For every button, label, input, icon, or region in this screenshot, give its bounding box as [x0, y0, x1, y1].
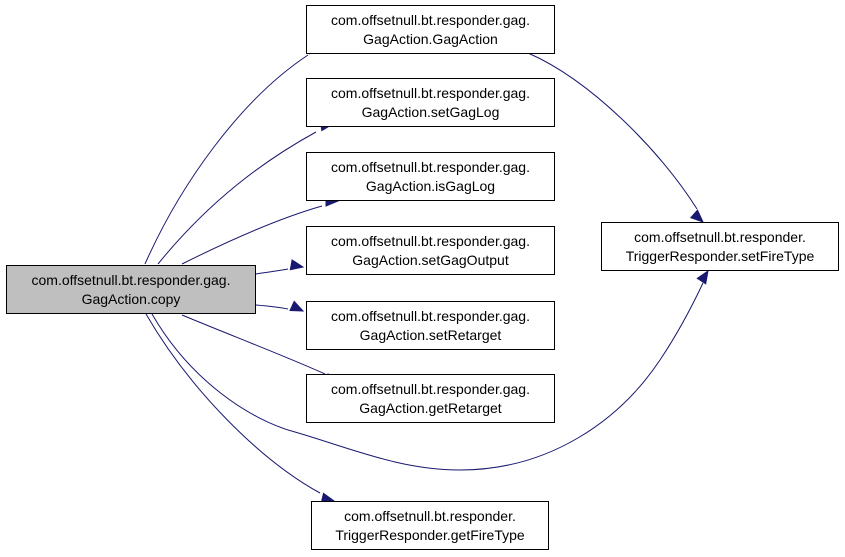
node-copy: com.offsetnull.bt.responder.gag. GagActio…	[6, 265, 256, 314]
node-label-line-2: GagAction.isGagLog	[366, 178, 495, 194]
node-label-line-2: TriggerResponder.setFireType	[626, 248, 815, 264]
edge-copy-to-setfiretype	[151, 269, 709, 471]
node-label-line-2: GagAction.GagAction	[363, 31, 498, 47]
edge-copy-to-gagaction	[144, 43, 322, 265]
node-setretarget[interactable]: com.offsetnull.bt.responder.gag. GagActio…	[306, 301, 555, 350]
edge-copy-to-getfiretype	[145, 313, 336, 504]
edge-line	[255, 268, 289, 275]
edge-line	[144, 54, 309, 265]
node-label-line-2: GagAction.copy	[82, 291, 181, 307]
node-label-line-2: TriggerResponder.getFireType	[335, 527, 525, 543]
node-box	[306, 5, 555, 54]
edge-gagaction-to-setfiretype	[527, 52, 704, 223]
node-getfiretype[interactable]: com.offsetnull.bt.responder. TriggerRespo…	[311, 501, 549, 550]
node-label-line-1: com.offsetnull.bt.responder.gag.	[331, 12, 530, 28]
arrowhead-icon	[289, 259, 305, 271]
arrowhead-icon	[696, 269, 709, 285]
node-label-line-1: com.offsetnull.bt.responder.gag.	[32, 272, 231, 288]
edge-line	[255, 304, 289, 310]
node-box	[306, 374, 555, 423]
node-label-line-2: GagAction.getRetarget	[359, 400, 502, 416]
node-box	[6, 265, 256, 314]
edge-line	[527, 52, 698, 210]
node-label-line-1: com.offsetnull.bt.responder.	[634, 229, 806, 245]
node-box	[601, 222, 839, 271]
node-box	[306, 78, 555, 127]
node-gagaction[interactable]: com.offsetnull.bt.responder.gag. GagActio…	[306, 5, 555, 54]
arrowhead-icon	[689, 209, 704, 223]
edge-copy-to-setretarget	[255, 300, 305, 312]
node-box	[306, 301, 555, 350]
node-label-line-2: GagAction.setGagLog	[362, 104, 500, 120]
nodes-layer: com.offsetnull.bt.responder.gag. GagActio…	[6, 5, 839, 550]
edge-copy-to-setgagoutput	[255, 259, 305, 275]
edge-line	[151, 282, 704, 471]
node-label-line-2: GagAction.setGagOutput	[352, 252, 509, 268]
node-box	[306, 226, 555, 275]
edge-line	[181, 314, 326, 375]
node-isgaglog[interactable]: com.offsetnull.bt.responder.gag. GagActio…	[306, 152, 555, 201]
node-box	[311, 501, 549, 550]
node-label-line-1: com.offsetnull.bt.responder.gag.	[331, 85, 530, 101]
node-setgaglog[interactable]: com.offsetnull.bt.responder.gag. GagActio…	[306, 78, 555, 127]
edge-line	[157, 131, 317, 265]
node-label-line-2: GagAction.setRetarget	[360, 327, 502, 343]
node-label-line-1: com.offsetnull.bt.responder.gag.	[331, 233, 530, 249]
node-label-line-1: com.offsetnull.bt.responder.gag.	[331, 381, 530, 397]
arrowhead-icon	[289, 300, 305, 312]
edge-line	[181, 205, 323, 265]
node-setgagoutput[interactable]: com.offsetnull.bt.responder.gag. GagActio…	[306, 226, 555, 275]
node-setfiretype[interactable]: com.offsetnull.bt.responder. TriggerRespo…	[601, 222, 839, 271]
edge-line	[145, 313, 321, 494]
node-getretarget[interactable]: com.offsetnull.bt.responder.gag. GagActio…	[306, 374, 555, 423]
node-box	[306, 152, 555, 201]
node-label-line-1: com.offsetnull.bt.responder.	[344, 508, 516, 524]
node-label-line-1: com.offsetnull.bt.responder.gag.	[331, 159, 530, 175]
node-label-line-1: com.offsetnull.bt.responder.gag.	[331, 308, 530, 324]
